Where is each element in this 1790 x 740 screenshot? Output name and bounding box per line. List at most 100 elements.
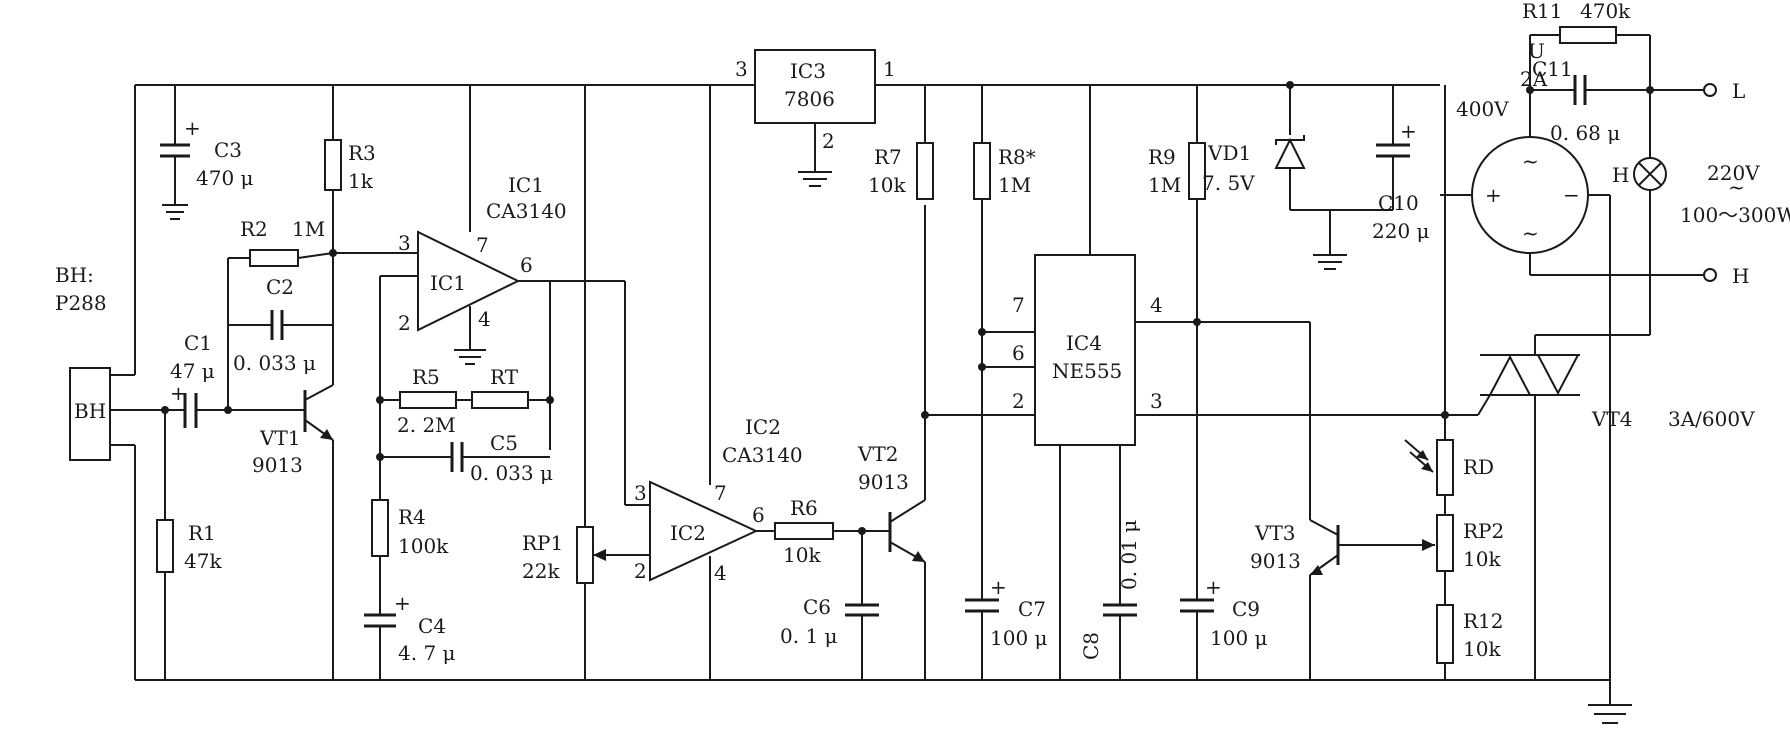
svg-text:1M: 1M <box>1148 173 1181 197</box>
capacitor-c11: C11 0. 68 μ <box>1526 57 1705 145</box>
capacitor-c6: C6 0. 1 μ <box>780 531 879 680</box>
svg-text:0. 033 μ: 0. 033 μ <box>470 461 553 485</box>
svg-text:VT3: VT3 <box>1254 521 1296 545</box>
svg-text:2. 2M: 2. 2M <box>397 413 456 437</box>
capacitor-c1: + C1 47 μ <box>110 331 305 428</box>
capacitor-c9: + C9 100 μ <box>1180 575 1268 680</box>
photoresistor-rd: RD <box>1404 85 1494 515</box>
svg-text:6: 6 <box>752 503 765 527</box>
svg-text:100 μ: 100 μ <box>1210 626 1268 650</box>
svg-text:470k: 470k <box>1580 0 1631 23</box>
svg-text:R7: R7 <box>874 145 902 169</box>
svg-text:R12: R12 <box>1463 609 1504 633</box>
resistor-r5-rt: R5 RT 2. 2M <box>376 365 554 437</box>
svg-text:6: 6 <box>1012 341 1025 365</box>
terminal-l[interactable]: L <box>1650 79 1745 103</box>
capacitor-c8: C8 0. 01 μ <box>1079 520 1141 680</box>
svg-text:~: ~ <box>1522 149 1539 173</box>
svg-text:2A: 2A <box>1520 67 1548 91</box>
svg-text:R9: R9 <box>1148 145 1176 169</box>
svg-text:+: + <box>1485 183 1502 207</box>
svg-text:C10: C10 <box>1378 191 1419 215</box>
svg-text:+: + <box>1205 575 1222 599</box>
svg-text:4. 7 μ: 4. 7 μ <box>398 641 456 665</box>
svg-text:0. 1 μ: 0. 1 μ <box>780 624 838 648</box>
resistor-r7: R7 10k <box>868 85 934 200</box>
op-amp-ic2: IC2 IC2 CA3140 3 7 6 2 4 <box>624 85 803 680</box>
svg-text:3A/600V: 3A/600V <box>1668 407 1755 431</box>
svg-text:R2: R2 <box>240 217 268 241</box>
svg-text:VT4: VT4 <box>1591 407 1633 431</box>
bh-sensor: BH: P288 BH <box>55 263 111 461</box>
zener-vd1: VD1 7. 5V <box>1202 81 1393 270</box>
timer-ic4: IC4 NE555 7 6 2 4 3 <box>925 85 1445 680</box>
svg-text:1M: 1M <box>292 217 325 241</box>
svg-text:C2: C2 <box>266 275 294 299</box>
terminal-h[interactable]: H <box>1703 264 1749 288</box>
svg-text:1: 1 <box>883 57 896 81</box>
transistor-vt3: VT3 9013 <box>1250 322 1435 680</box>
svg-text:C4: C4 <box>418 614 446 638</box>
svg-text:7: 7 <box>476 233 489 257</box>
svg-text:U: U <box>1528 39 1545 63</box>
svg-text:~: ~ <box>1728 175 1745 199</box>
svg-text:H: H <box>1732 264 1749 288</box>
svg-text:10k: 10k <box>1463 637 1501 661</box>
resistor-r1: R1 47k <box>156 410 222 680</box>
svg-text:BH:: BH: <box>55 263 94 287</box>
svg-text:100k: 100k <box>398 534 449 558</box>
capacitor-c4: + C4 4. 7 μ <box>364 591 456 680</box>
svg-text:10k: 10k <box>868 173 906 197</box>
svg-text:22k: 22k <box>522 559 560 583</box>
capacitor-c2: C2 0. 033 μ <box>228 275 333 375</box>
capacitor-c10: + C10 220 μ <box>1372 85 1430 243</box>
svg-text:R5: R5 <box>412 365 440 389</box>
svg-text:R8*: R8* <box>998 145 1036 169</box>
svg-text:+: + <box>170 381 187 405</box>
svg-text:C11: C11 <box>1532 57 1573 81</box>
svg-text:10k: 10k <box>783 543 821 567</box>
svg-text:3: 3 <box>735 57 748 81</box>
svg-text:+: + <box>394 591 411 615</box>
svg-text:RD: RD <box>1463 455 1494 479</box>
svg-text:RP1: RP1 <box>522 531 563 555</box>
svg-text:IC2: IC2 <box>745 415 781 439</box>
resistor-r9: R9 1M <box>1148 85 1206 600</box>
svg-text:IC1: IC1 <box>430 271 466 295</box>
svg-text:C8: C8 <box>1079 632 1103 660</box>
svg-text:6: 6 <box>520 253 533 277</box>
svg-text:VD1: VD1 <box>1207 141 1251 165</box>
svg-text:C9: C9 <box>1232 597 1260 621</box>
svg-text:VT2: VT2 <box>857 442 899 466</box>
svg-text:470 μ: 470 μ <box>196 166 254 190</box>
svg-text:C3: C3 <box>214 138 242 162</box>
svg-text:7806: 7806 <box>784 87 835 111</box>
svg-text:220V: 220V <box>1707 161 1760 185</box>
svg-text:9013: 9013 <box>1250 549 1301 573</box>
svg-text:1k: 1k <box>348 169 374 193</box>
svg-text:+: + <box>1400 119 1417 143</box>
svg-text:10k: 10k <box>1463 547 1501 571</box>
svg-text:R3: R3 <box>348 141 376 165</box>
resistor-r3: R3 1k <box>324 85 376 385</box>
svg-text:220 μ: 220 μ <box>1372 219 1430 243</box>
svg-text:1M: 1M <box>998 173 1031 197</box>
svg-text:4: 4 <box>1150 293 1163 317</box>
svg-text:7: 7 <box>714 481 727 505</box>
svg-text:47k: 47k <box>184 549 222 573</box>
svg-text:7: 7 <box>1012 293 1025 317</box>
svg-text:R6: R6 <box>790 496 818 520</box>
resistor-r8: R8* 1M <box>973 85 1036 600</box>
svg-text:H: H <box>1612 163 1629 187</box>
svg-text:+: + <box>184 116 201 140</box>
resistor-r4: R4 100k <box>371 499 449 615</box>
svg-text:RT: RT <box>490 365 519 389</box>
svg-text:R4: R4 <box>398 505 426 529</box>
resistor-r11: R11 470k <box>1522 0 1651 90</box>
capacitor-c5: C5 0. 033 μ <box>376 431 553 485</box>
svg-text:−: − <box>1563 183 1580 207</box>
svg-text:C5: C5 <box>490 431 518 455</box>
capacitor-c3: + C3 470 μ <box>160 85 254 220</box>
resistor-r6: R6 10k <box>774 496 890 567</box>
